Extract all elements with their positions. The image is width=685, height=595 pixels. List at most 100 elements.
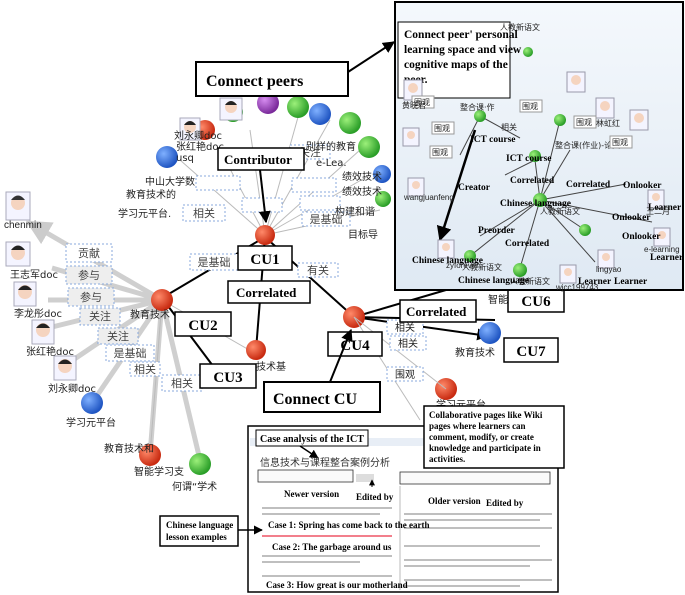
callout-contributor: Contributor xyxy=(217,147,305,224)
relation-label: 相关 xyxy=(193,206,215,220)
svg-text:Onlooker: Onlooker xyxy=(623,181,662,191)
svg-text:Edited by: Edited by xyxy=(486,498,524,508)
node-label: 智能学习支 xyxy=(134,465,184,478)
relation-label: 相关 xyxy=(171,376,193,390)
svg-text:Correlated: Correlated xyxy=(510,176,555,186)
callout-correlated-mid: Correlated xyxy=(227,280,311,304)
cu2-label: CU2 xyxy=(188,318,217,334)
cu1-label: CU1 xyxy=(250,252,279,268)
relation-label: 有关 xyxy=(307,263,329,277)
node-label: 技术基 xyxy=(256,360,286,373)
node-label: 教育技术 xyxy=(130,308,170,321)
svg-text:Learner: Learner xyxy=(650,253,684,263)
svg-text:Case analysis of the ICT: Case analysis of the ICT xyxy=(260,434,364,445)
relation-label: 关注 xyxy=(89,309,111,323)
svg-text:Collaborative pages like Wiki: Collaborative pages like Wiki pages wher… xyxy=(429,410,545,464)
left-user-avatars: chenmin 王志军doc 李龙彤doc 张红艳doc 刘永卿doc xyxy=(4,97,243,395)
svg-text:Learner: Learner xyxy=(648,203,682,213)
svg-text:wangjuanfeng: wangjuanfeng xyxy=(403,193,454,202)
svg-text:人教新语文: 人教新语文 xyxy=(500,22,540,32)
svg-text:Case 2: The garbage around us: Case 2: The garbage around us xyxy=(272,542,392,552)
svg-text:Correlated: Correlated xyxy=(566,180,611,190)
left-relation-labels: 贡献 参与 参与 关注 关注 是基础 是基础 相关 相关 相关 是基础 有关 关… xyxy=(65,144,351,392)
avatar xyxy=(179,117,201,141)
node-label: 目标导 xyxy=(348,229,378,241)
svg-text:林虹红: 林虹红 xyxy=(596,118,620,128)
svg-text:围观: 围观 xyxy=(432,148,448,157)
node-label: 教育技术 xyxy=(455,346,495,359)
cu7-label: CU7 xyxy=(516,344,546,360)
relation-label: 参与 xyxy=(78,268,100,282)
svg-text:人教新语文: 人教新语文 xyxy=(540,206,580,216)
node-label: 学习元平台 xyxy=(66,416,116,429)
svg-text:人教新语文: 人教新语文 xyxy=(462,262,502,272)
node-label: e-Lea. xyxy=(316,158,347,169)
svg-text:整合课·作: 整合课·作 xyxy=(460,102,495,112)
user-label: 刘永卿doc xyxy=(48,382,96,395)
callout-connect-peers: Connect peers xyxy=(195,41,396,97)
node-label: 教育技术的 xyxy=(126,188,176,201)
avatar xyxy=(53,355,77,381)
node-label: 何谓“学术 xyxy=(172,480,217,493)
svg-text:wjcc199743: wjcc199743 xyxy=(555,283,599,292)
svg-text:Connect peers: Connect peers xyxy=(206,73,303,90)
svg-text:Newer version: Newer version xyxy=(284,489,339,499)
svg-text:ICT course: ICT course xyxy=(506,154,551,164)
node-label: 张红艳doc xyxy=(176,140,224,153)
svg-text:lingyao: lingyao xyxy=(596,265,622,274)
callout-wiki-pages: Collaborative pages like Wiki pages wher… xyxy=(423,405,565,469)
node-label: 绩效技术 xyxy=(342,170,382,183)
svg-text:相关: 相关 xyxy=(501,122,517,132)
avatar xyxy=(13,281,37,307)
cu-nodes: 教育技术 xyxy=(130,225,501,400)
relation-label: 相关 xyxy=(398,337,418,350)
svg-text:Case 1: Spring has come back t: Case 1: Spring has come back to the eart… xyxy=(268,520,430,530)
svg-text:zyforever: zyforever xyxy=(446,261,479,270)
user-label: 李龙彤doc xyxy=(14,307,62,320)
node-label: 中山大学数 xyxy=(145,175,195,188)
relation-label: 是基础 xyxy=(198,256,231,269)
relation-label: 是基础 xyxy=(114,347,147,360)
svg-text:Case 3: How great is our mothe: Case 3: How great is our motherland xyxy=(266,580,408,590)
left-bottom-nodes: 学习元平台 教育技术和 智能学习支 何谓“学术 xyxy=(66,340,266,493)
svg-text:Creator: Creator xyxy=(458,183,491,193)
node-label: 构建和谐 xyxy=(335,205,375,218)
node-label: 教育技术和 xyxy=(104,442,154,455)
cu3-label: CU3 xyxy=(213,370,242,386)
user-label: 王志军doc xyxy=(10,268,58,281)
svg-text:Correlated: Correlated xyxy=(505,239,550,249)
svg-text:围观: 围观 xyxy=(414,98,430,107)
svg-text:Learner: Learner xyxy=(614,277,648,287)
relation-label: 相关 xyxy=(395,321,415,334)
cu1-node xyxy=(255,225,275,245)
avatar xyxy=(5,241,31,267)
inset-peer-space: Connect peer' personal learning space an… xyxy=(394,1,684,292)
avatar xyxy=(31,319,55,345)
svg-text:Chinese language: Chinese language xyxy=(458,276,529,286)
svg-text:Preorder: Preorder xyxy=(478,226,516,236)
svg-text:Correlated: Correlated xyxy=(236,285,297,300)
svg-text:Contributor: Contributor xyxy=(224,152,292,167)
node-label: 刘永卿doc xyxy=(174,129,222,142)
avatar xyxy=(5,191,31,221)
svg-text:Older version: Older version xyxy=(428,496,481,506)
cu6-label: CU6 xyxy=(521,294,551,310)
svg-text:Chinese language: Chinese language xyxy=(500,199,571,209)
svg-text:e-learning: e-learning xyxy=(644,245,680,254)
svg-text:Edited by: Edited by xyxy=(356,492,394,502)
node-label: 学习元平台. xyxy=(118,207,171,220)
relation-label: 贡献 xyxy=(78,246,100,260)
svg-text:围观: 围观 xyxy=(522,102,538,111)
user-label: 张红艳doc xyxy=(26,345,74,358)
svg-text:Onlooker: Onlooker xyxy=(622,232,661,242)
relation-label: 相关 xyxy=(134,362,156,376)
svg-text:Chinese language: Chinese language xyxy=(412,256,483,266)
svg-text:围观: 围观 xyxy=(576,118,592,127)
cu7-node xyxy=(479,322,501,344)
svg-text:Learner: Learner xyxy=(578,277,612,287)
callout-connect-cu: Connect CU xyxy=(263,328,381,413)
node-label: 别样的教育 xyxy=(306,140,356,153)
svg-text:Onlooker: Onlooker xyxy=(612,213,651,223)
node-label: 绩效技术 xyxy=(342,185,382,198)
